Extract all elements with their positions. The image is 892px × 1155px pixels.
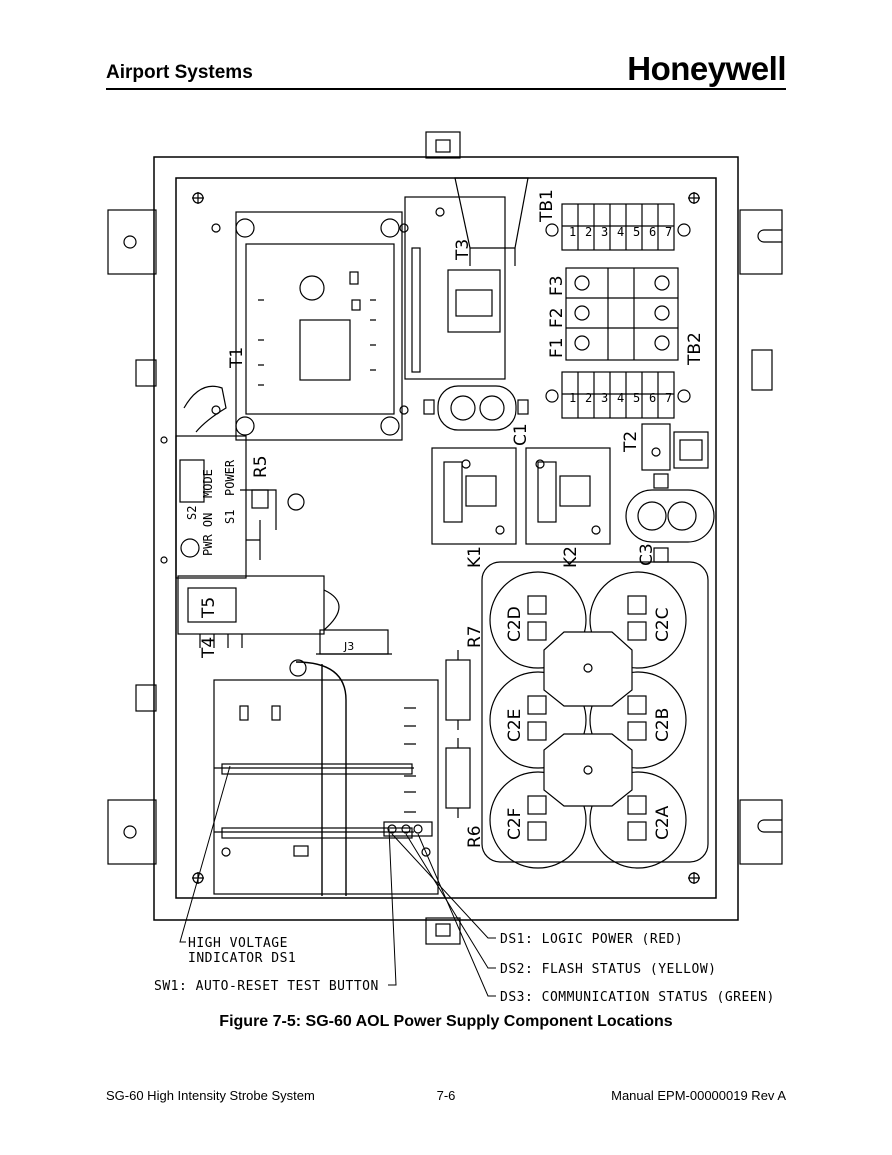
r6-label: R6: [465, 825, 485, 848]
k1-label: K1: [465, 546, 485, 568]
s2-label: S2: [185, 506, 199, 520]
f2-label: F2: [547, 307, 567, 328]
j3-label: J3: [343, 640, 354, 653]
tb2-terminal-numbers: 1 2 3 4 5 6 7: [569, 391, 672, 405]
k2-label: K2: [561, 546, 581, 568]
mounting-flanges: [107, 131, 783, 945]
terminal-number: 3: [601, 391, 608, 405]
callout-ds3: DS3: COMMUNICATION STATUS (GREEN): [500, 990, 775, 1005]
tb1-terminal-numbers: 1 2 3 4 5 6 7: [569, 225, 672, 239]
c2a-label: C2A: [653, 805, 673, 840]
c1-label: C1: [511, 423, 531, 446]
t4-label: T4: [199, 637, 219, 659]
tb2-label: TB2: [685, 332, 705, 366]
mode-label: MODE: [201, 469, 215, 498]
corner-screws: [160, 192, 700, 884]
tb1-label: TB1: [537, 189, 557, 223]
callout-ds2: DS2: FLASH STATUS (YELLOW): [500, 962, 717, 977]
terminal-number: 6: [649, 391, 656, 405]
callout-hv-line1: HIGH VOLTAGE: [188, 936, 288, 951]
terminal-number: 7: [665, 391, 672, 405]
c2f-label: C2F: [505, 808, 525, 840]
power-label: POWER: [223, 459, 237, 496]
terminal-number: 7: [665, 225, 672, 239]
j3-connector: [316, 629, 392, 655]
terminal-number: 5: [633, 225, 640, 239]
control-board: [213, 659, 439, 896]
leader-lines: [179, 765, 496, 997]
terminal-number: 5: [633, 391, 640, 405]
terminal-number: 2: [585, 391, 592, 405]
terminal-number: 6: [649, 225, 656, 239]
terminal-number: 2: [585, 225, 592, 239]
enclosure-outer: [153, 156, 739, 921]
f1-label: F1: [547, 337, 567, 358]
f3-label: F3: [547, 275, 567, 296]
callout-hv-line2: INDICATOR DS1: [188, 951, 296, 966]
c2-capacitor-bank: [481, 561, 709, 869]
c2d-label: C2D: [505, 606, 525, 642]
t2-component: [641, 423, 709, 471]
honeywell-logo: Honeywell: [627, 50, 786, 87]
s1-label: S1: [223, 510, 237, 524]
footer-left: SG-60 High Intensity Strobe System: [106, 1088, 315, 1103]
c2c-label: C2C: [653, 607, 673, 642]
callout-ds1: DS1: LOGIC POWER (RED): [500, 932, 683, 947]
r7-label: R7: [465, 625, 485, 648]
k2-relay: [525, 447, 611, 545]
t5-label: T5: [199, 597, 219, 619]
terminal-number: 4: [617, 391, 624, 405]
terminal-number: 4: [617, 225, 624, 239]
footer-right: Manual EPM-00000019 Rev A: [611, 1088, 786, 1103]
power-mode-switch-area: [175, 385, 305, 579]
pwr-on-label: PWR ON: [201, 513, 215, 556]
section-title: Airport Systems: [106, 62, 253, 83]
figure-caption: Figure 7-5: SG-60 AOL Power Supply Compo…: [219, 1013, 673, 1030]
t3-label: T3: [453, 239, 473, 261]
r6-resistor: [445, 738, 471, 818]
callout-sw1: SW1: AUTO-RESET TEST BUTTON: [154, 979, 379, 994]
r5-label: R5: [251, 455, 271, 478]
tb2-terminal-block: [545, 371, 691, 419]
t3-trigger-board: [404, 177, 529, 380]
t1-transformer: [211, 211, 409, 441]
terminal-number: 1: [569, 225, 576, 239]
c2b-label: C2B: [653, 708, 673, 742]
t1-label: T1: [227, 347, 247, 369]
terminal-number: 3: [601, 225, 608, 239]
footer-page-number: 7-6: [436, 1088, 456, 1103]
t2-label: T2: [621, 431, 641, 453]
c3-label: C3: [637, 543, 657, 566]
fuse-block: [565, 267, 679, 361]
c1-capacitor: [423, 385, 529, 431]
r7-resistor: [445, 650, 471, 730]
t5-transformer: [177, 575, 340, 648]
c2e-label: C2E: [505, 709, 525, 742]
tb1-terminal-block: [545, 203, 691, 251]
header-rule: [106, 88, 786, 90]
k1-relay: [431, 447, 517, 545]
c3-capacitor: [625, 473, 715, 563]
terminal-number: 1: [569, 391, 576, 405]
